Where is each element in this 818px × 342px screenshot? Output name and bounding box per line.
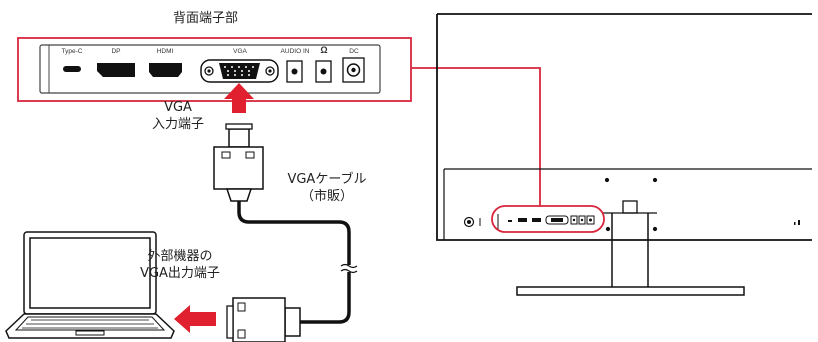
vga-input-label-line2: 入力端子 [151,117,204,132]
cable-label-line2: （市販） [300,189,353,204]
red-arrow-left-icon [174,305,216,333]
port-label-dc: DC [349,48,359,55]
laptop-icon [5,231,175,339]
audio-in-port-icon [286,60,303,83]
red-arrow-up-icon [224,83,254,113]
callout-leader-line [411,67,541,206]
port-label-vga: VGA [233,48,247,55]
port-label-headphone: Ω [320,45,328,55]
external-output-label-line2: VGA出力端子 [140,266,220,281]
vga-input-label-line1: VGA [164,100,192,115]
hdmi-port-icon [149,63,182,77]
vga-port-icon [200,59,279,83]
dc-port-icon [342,57,365,83]
typec-port-icon [63,66,81,72]
external-output-label-line1: 外部機器の [147,249,213,264]
port-label-dp: DP [111,48,121,55]
monitor-icon [436,13,812,296]
headphone-port-icon [315,60,332,83]
port-label-typec: Type-C [61,48,83,55]
vga-cable [213,123,358,342]
rear-panel-title: 背面端子部 [173,11,239,26]
dp-port-icon [97,63,135,77]
port-label-audio-in: AUDIO IN [280,48,310,55]
monitor-port-highlight [491,205,605,233]
cable-label-line1: VGAケーブル [287,172,367,187]
monitor-port-miniatures [508,215,595,225]
port-label-hdmi: HDMI [156,48,174,55]
